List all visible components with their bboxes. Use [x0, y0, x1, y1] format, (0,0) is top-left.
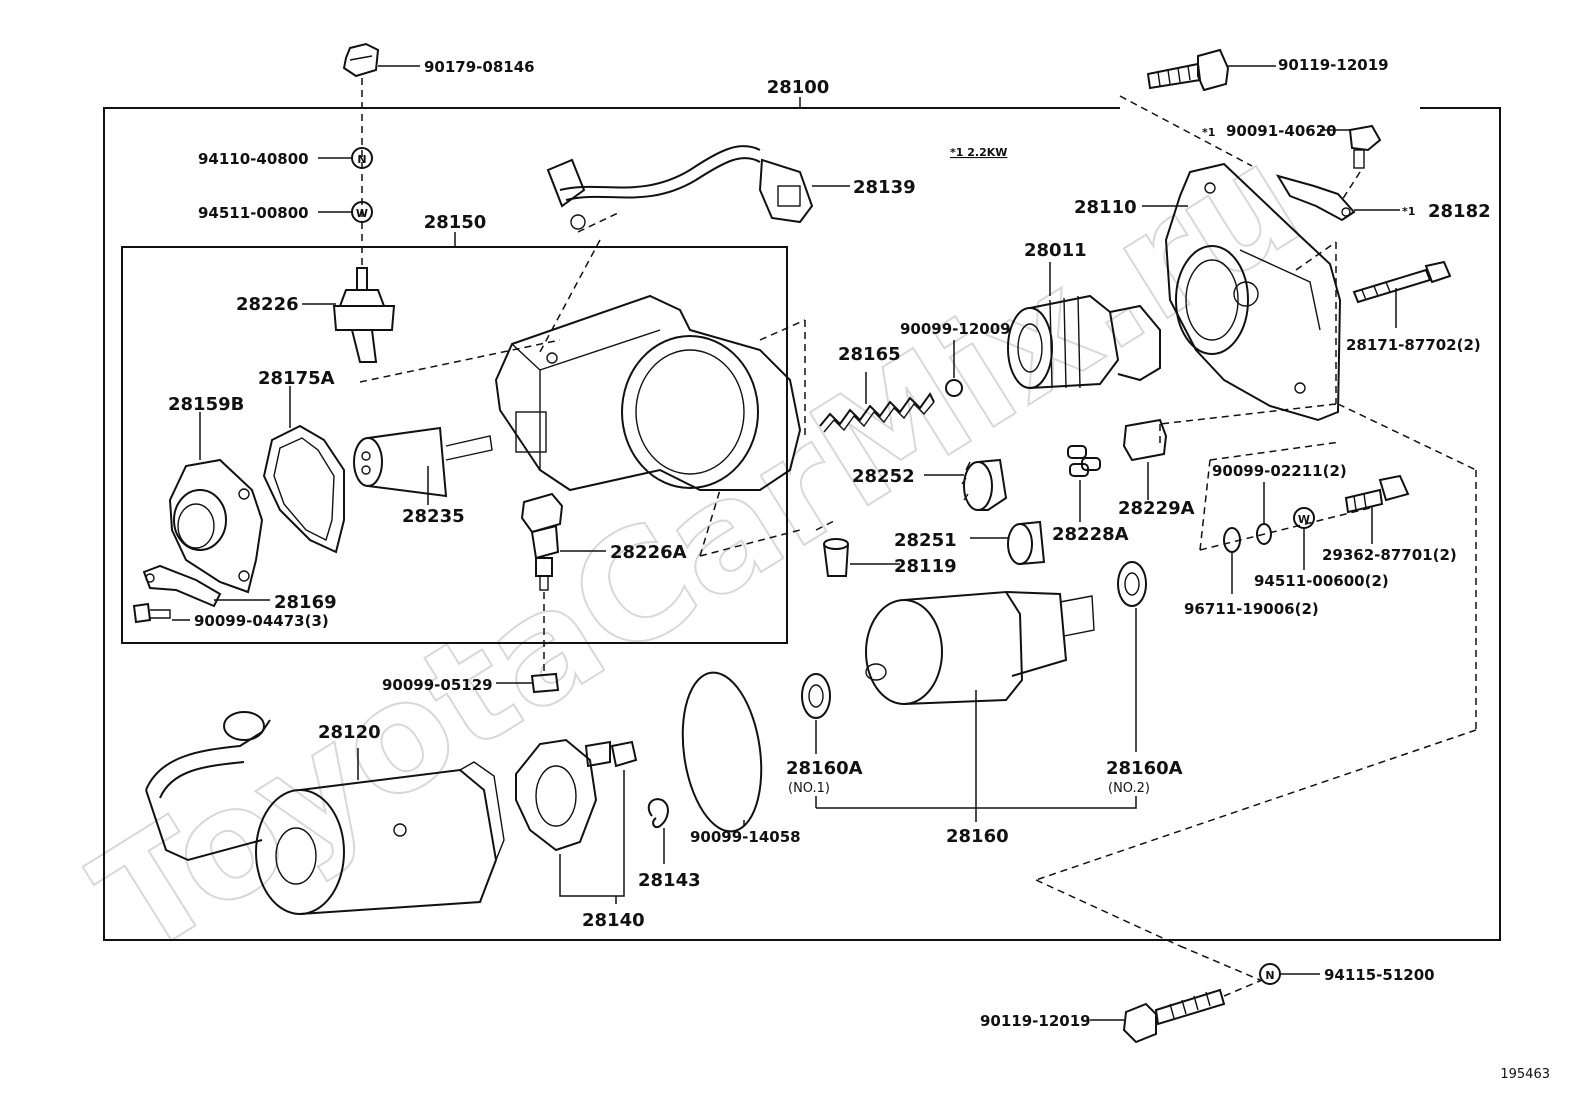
- label-28160A-1: 28160A: [786, 758, 863, 779]
- label-90099-04473: 90099-04473(3): [194, 612, 329, 630]
- label-90099-02211: 90099-02211(2): [1212, 462, 1347, 480]
- roller-28228A: [1067, 445, 1101, 477]
- bearing-28160A-no2: [1117, 561, 1147, 607]
- bearing-28160A-no1: [801, 673, 831, 719]
- nut-05129-icon: [530, 672, 560, 694]
- screw-90099-04473-icon: [132, 602, 171, 624]
- svg-text:W: W: [1298, 513, 1310, 526]
- bolt-90119-bottom: [1122, 988, 1226, 1044]
- label-28251: 28251: [894, 530, 957, 551]
- star-marker-1: *1: [1202, 126, 1215, 139]
- label-28169: 28169: [274, 592, 337, 613]
- label-no2: (NO.2): [1108, 781, 1150, 796]
- label-28159B: 28159B: [168, 394, 244, 415]
- bracket-28182: [1275, 174, 1356, 222]
- label-28226: 28226: [236, 294, 299, 315]
- label-28120: 28120: [318, 722, 381, 743]
- terminal-kit-28226A: [520, 492, 564, 591]
- armature-28160: [865, 590, 1095, 705]
- label-28182: 28182: [1428, 201, 1491, 222]
- label-28252: 28252: [852, 466, 915, 487]
- washer-w6-icon: W: [1293, 507, 1315, 529]
- label-90099-05129: 90099-05129: [382, 676, 493, 694]
- yoke-28120: [145, 711, 505, 915]
- nut-n-bottom-icon: N: [1259, 963, 1281, 985]
- star-marker-2: *1: [1402, 205, 1415, 218]
- brush-spring-28143: [647, 798, 669, 828]
- housing-28110: [1164, 162, 1342, 422]
- label-28139: 28139: [853, 177, 916, 198]
- label-28143: 28143: [638, 870, 701, 891]
- through-bolt-28171: [1352, 260, 1452, 304]
- screw-90091-40620-icon: [1348, 124, 1382, 169]
- plate-28169: [142, 564, 222, 608]
- label-94110-40800: 94110-40800: [198, 150, 309, 168]
- label-28171-87702: 28171-87702(2): [1346, 336, 1481, 354]
- label-28228A: 28228A: [1052, 524, 1129, 545]
- label-90119-12019-top: 90119-12019: [1278, 56, 1389, 74]
- label-28100: 28100: [767, 77, 830, 98]
- gasket-28175A: [262, 424, 345, 554]
- drive-frame-28150: [494, 294, 802, 492]
- bolt-90119-top: [1146, 48, 1230, 92]
- label-28150: 28150: [424, 212, 487, 233]
- figure-id: 195463: [1500, 1067, 1550, 1082]
- label-90119-12019-bottom: 90119-12019: [980, 1012, 1091, 1030]
- label-28110: 28110: [1074, 197, 1137, 218]
- label-94115-51200: 94115-51200: [1324, 966, 1435, 984]
- bolt-29362-icon: [1344, 474, 1410, 514]
- clutch-28011: [1007, 294, 1161, 389]
- label-90099-12009: 90099-12009: [900, 320, 1011, 338]
- label-no1: (NO.1): [788, 781, 830, 796]
- label-90091-40620: 90091-40620: [1226, 122, 1337, 140]
- label-94511-00800: 94511-00800: [198, 204, 309, 222]
- label-94511-00600: 94511-00600(2): [1254, 572, 1389, 590]
- label-28011: 28011: [1024, 240, 1087, 261]
- label-90099-14058: 90099-14058: [690, 828, 801, 846]
- label-28235: 28235: [402, 506, 465, 527]
- plunger-28235: [353, 426, 493, 498]
- svg-text:W: W: [356, 207, 368, 220]
- idle-gear-28252: [961, 458, 1008, 511]
- label-28229A: 28229A: [1118, 498, 1195, 519]
- label-28160: 28160: [946, 826, 1009, 847]
- retainer-28229A: [1122, 418, 1168, 462]
- cover-28159B: [168, 458, 264, 594]
- label-29362-87701: 29362-87701(2): [1322, 546, 1457, 564]
- lead-wire-28139: [546, 145, 814, 230]
- brush-holder-28140: [515, 738, 638, 852]
- label-28140: 28140: [582, 910, 645, 931]
- label-96711-19006: 96711-19006(2): [1184, 600, 1319, 618]
- label-28175A: 28175A: [258, 368, 335, 389]
- label-90179-08146: 90179-08146: [424, 58, 535, 76]
- svg-text:N: N: [1265, 969, 1274, 982]
- idle-shaft-28251: [1007, 520, 1046, 565]
- ball-90099-12009: [945, 379, 963, 397]
- svg-text:N: N: [357, 153, 366, 166]
- o-ring-90099-14058: [681, 671, 763, 833]
- assembly-box: [103, 107, 1501, 941]
- note-2-2kw: *1 2.2KW: [950, 146, 1007, 159]
- shaft-pin-28119: [823, 538, 849, 577]
- bolt-90179-icon: [342, 42, 380, 78]
- terminal-bolt-28226: [332, 267, 396, 363]
- label-28165: 28165: [838, 344, 901, 365]
- label-28160A-2: 28160A: [1106, 758, 1183, 779]
- spring-28165: [819, 392, 935, 433]
- label-28226A: 28226A: [610, 542, 687, 563]
- label-28119: 28119: [894, 556, 957, 577]
